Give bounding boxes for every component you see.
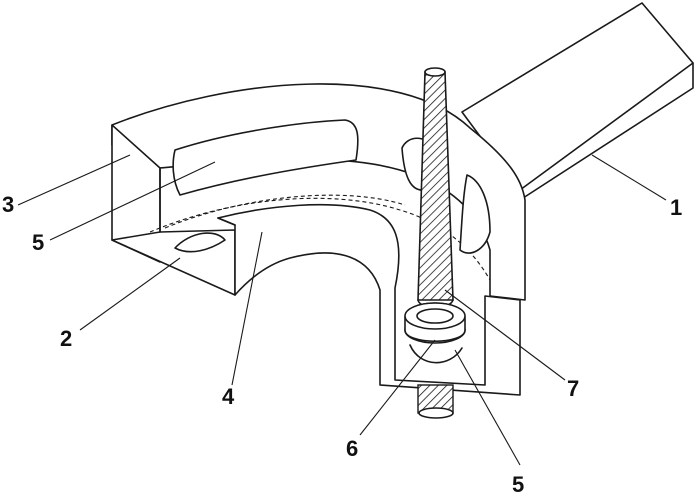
callout-1: 1 (670, 195, 682, 220)
callout-7: 7 (567, 376, 579, 401)
leader-lines (17, 154, 667, 466)
callout-4: 4 (222, 384, 235, 409)
ring-part-6 (404, 302, 466, 364)
callout-5-top: 5 (32, 230, 44, 255)
callout-5-bottom: 5 (512, 472, 524, 497)
rod-part-7 (417, 67, 454, 309)
callout-6: 6 (346, 436, 358, 461)
callout-3: 3 (2, 192, 14, 217)
lower-stub (417, 384, 454, 419)
callout-2: 2 (60, 326, 72, 351)
callout-labels: 1 2 3 4 5 5 6 7 (2, 192, 682, 497)
